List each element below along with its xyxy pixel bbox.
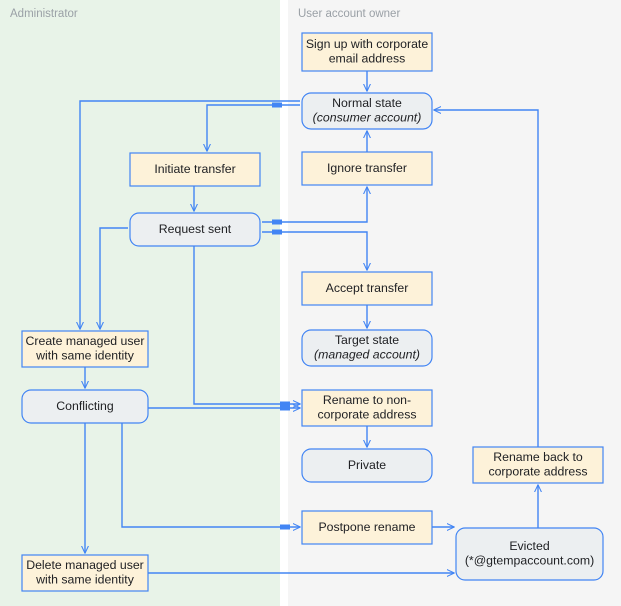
node-label-line: Request sent [159, 222, 232, 236]
node-label-line: Normal state [332, 96, 402, 110]
edge-request-sent-to-create-managed-user[interactable] [100, 227, 128, 329]
state-node-shape[interactable] [21, 389, 149, 424]
node-evicted[interactable]: Evicted(*@gtempaccount.com) [455, 527, 604, 581]
node-label-line: Rename to non- [323, 393, 411, 407]
node-label-line: Delete managed user [26, 558, 144, 572]
edge-conflicting-to-postpone-rename[interactable] [121, 423, 300, 530]
edge-normal-state-to-initiate-transfer[interactable] [207, 102, 300, 152]
node-label-line: Accept transfer [326, 281, 409, 295]
swimlane-administrator: Administrator [0, 0, 280, 606]
node-label-line: Target state [335, 333, 399, 347]
edge-port-marker [280, 401, 290, 407]
node-request-sent[interactable]: Request sent [129, 212, 261, 247]
edge-path[interactable] [193, 246, 300, 404]
node-label-line: Evicted [509, 539, 549, 553]
node-label-line: with same identity [35, 349, 135, 363]
edge-path[interactable] [121, 423, 300, 527]
action-node-shape[interactable] [472, 446, 604, 484]
edge-path[interactable] [262, 231, 367, 270]
node-label-line: (consumer account) [313, 111, 422, 125]
edge-normal-state-to-create-managed-user[interactable] [80, 100, 300, 329]
edge-port-marker [272, 219, 282, 225]
action-node-shape[interactable] [301, 389, 433, 427]
node-initiate-transfer[interactable]: Initiate transfer [129, 152, 261, 187]
action-node-shape[interactable] [301, 151, 433, 186]
swimlane-label: Administrator [10, 8, 78, 20]
node-label-line: email address [329, 52, 406, 66]
node-target-state[interactable]: Target state(managed account) [301, 329, 433, 367]
node-label-line: corporate address [317, 408, 416, 422]
node-normal-state[interactable]: Normal state(consumer account) [301, 92, 433, 130]
edge-request-sent-to-accept-transfer[interactable] [262, 229, 367, 271]
state-node-shape[interactable] [301, 448, 433, 483]
edge-port-marker [272, 102, 282, 108]
action-node-shape[interactable] [129, 152, 261, 187]
node-postpone-rename[interactable]: Postpone rename [301, 510, 433, 545]
node-accept-transfer[interactable]: Accept transfer [301, 271, 433, 306]
action-node-shape[interactable] [301, 271, 433, 306]
node-rename-to-non-corporate[interactable]: Rename to non-corporate address [301, 389, 433, 427]
node-ignore-transfer[interactable]: Ignore transfer [301, 151, 433, 186]
edge-port-marker [272, 229, 282, 235]
node-private[interactable]: Private [301, 448, 433, 483]
state-node-shape[interactable] [129, 212, 261, 247]
edge-rename-back-to-corporate-to-normal-state[interactable] [434, 110, 539, 447]
swimlane-label: User account owner [298, 8, 400, 20]
node-conflicting[interactable]: Conflicting [21, 389, 149, 424]
edge-path[interactable] [80, 100, 300, 329]
node-label-line: Ignore transfer [327, 161, 407, 175]
node-label-line: Postpone rename [318, 520, 415, 534]
action-node-shape[interactable] [301, 32, 433, 72]
node-label-line: corporate address [488, 465, 587, 479]
state-node-shape[interactable] [455, 527, 604, 581]
action-node-shape[interactable] [21, 554, 149, 592]
node-label-line: (managed account) [314, 348, 420, 362]
edge-path[interactable] [434, 110, 539, 447]
action-node-shape[interactable] [21, 330, 149, 368]
node-label-line: Private [348, 458, 386, 472]
node-label-line: with same identity [35, 573, 135, 587]
action-node-shape[interactable] [301, 510, 433, 545]
swimlane-background [0, 0, 280, 606]
edge-port-marker [280, 524, 290, 530]
state-node-shape[interactable] [301, 92, 433, 130]
state-node-shape[interactable] [301, 329, 433, 367]
node-label-line: Create managed user [26, 334, 145, 348]
edge-request-sent-to-rename-to-non-corporate[interactable] [193, 246, 300, 407]
node-label-line: Conflicting [56, 399, 114, 413]
edges [80, 71, 538, 573]
node-label-line: (*@gtempaccount.com) [465, 554, 594, 568]
edge-path[interactable] [262, 187, 367, 223]
edge-request-sent-to-ignore-transfer[interactable] [262, 187, 367, 225]
node-label-line: Initiate transfer [154, 162, 235, 176]
edge-path[interactable] [207, 104, 300, 151]
node-label-line: Sign up with corporate [306, 37, 429, 51]
node-label-line: Rename back to [493, 450, 583, 464]
edge-conflicting-to-rename-to-non-corporate[interactable] [148, 406, 300, 411]
edge-path[interactable] [100, 227, 128, 329]
edge-port-marker [280, 405, 290, 411]
